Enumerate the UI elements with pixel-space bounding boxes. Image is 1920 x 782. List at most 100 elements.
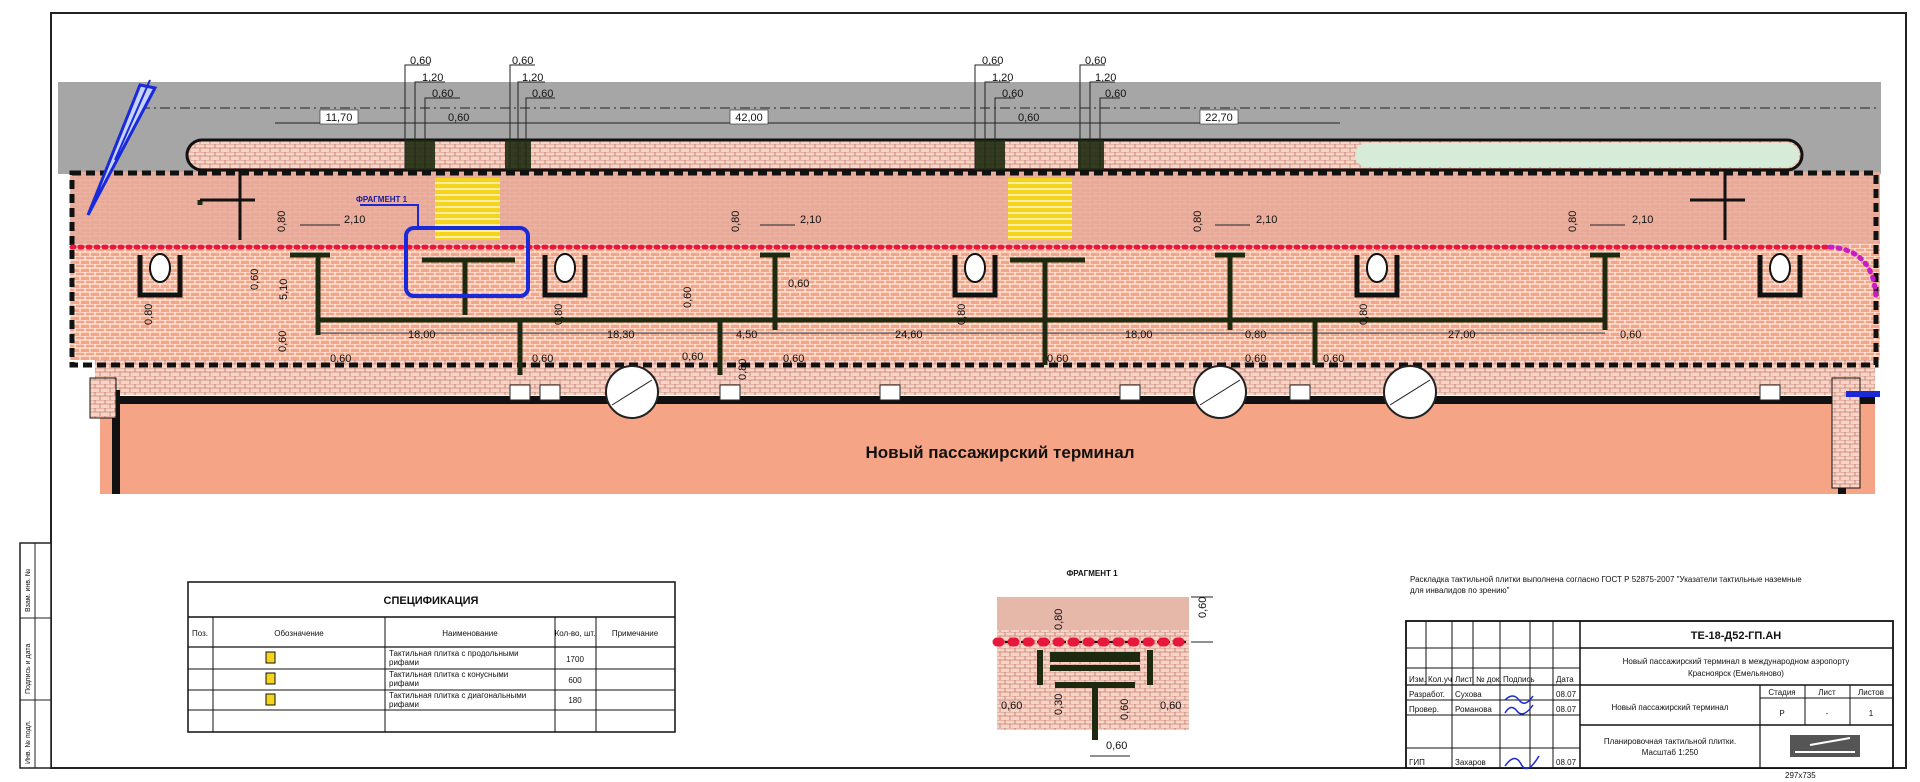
dim-24-60: 24,60	[895, 329, 923, 341]
dim-0-60-h1: 0,60	[1620, 329, 1641, 341]
site-plan: Новый пассажирский терминал	[58, 55, 1881, 494]
stamp-col-sheet: Лист	[1818, 688, 1836, 697]
stamp-row2-role: Провер.	[1409, 705, 1439, 714]
stamp-row3-name: Захаров	[1455, 758, 1486, 767]
dim-callout-1a: 0,60	[410, 55, 431, 67]
stamp-head-sign: Подпись	[1503, 675, 1535, 684]
spec-row-1-icon	[265, 651, 276, 664]
top-dimensions: 11,70 42,00 22,70 0,60 1,20 0,60 0,60 0,…	[275, 55, 1340, 170]
stamp-row2-date: 08.07	[1556, 705, 1577, 714]
dim-0-60-h2: 0,60	[788, 278, 809, 290]
dim-callout-1c: 0,60	[432, 88, 453, 100]
spec-title: СПЕЦИФИКАЦИЯ	[384, 595, 479, 607]
dim-18-00-a: 18,00	[408, 329, 436, 341]
tactile-yellow-1	[435, 178, 500, 240]
dim-22-70: 22,70	[1205, 112, 1233, 124]
fragment-dim-h: 0,60	[1106, 740, 1127, 752]
fragment-dim-c: 0,60	[1001, 700, 1022, 712]
dim-0-80-v5: 0,80	[956, 304, 968, 325]
drawing-note: Раскладка тактильной плитки выполнена со…	[1410, 575, 1802, 595]
title-block: Изм. Кол.уч Лист № док. Подпись Дата Раз…	[1405, 620, 1894, 780]
row-dimensions: 2,10 2,10 2,10 2,10 0,80 0,80 0,80 0,80 …	[143, 211, 1653, 380]
dim-2-10-c: 2,10	[1256, 214, 1277, 226]
spec-header-note: Примечание	[612, 629, 659, 638]
zone-outline	[69, 170, 1879, 368]
building-label: Новый пассажирский терминал	[865, 443, 1134, 462]
side-stamp-cell-3: Инв. № подл.	[25, 720, 32, 764]
dim-0-60-h6: 0,60	[783, 353, 804, 365]
signature-3	[1504, 755, 1540, 770]
dim-0-80-v4: 0,80	[553, 304, 565, 325]
dim-0-60-h8: 0,60	[1245, 353, 1266, 365]
spec-header-qty: Кол-во, шт.	[555, 629, 596, 638]
dim-0-60-v1: 0,60	[249, 269, 261, 290]
fragment-frame	[404, 226, 530, 298]
dim-27-00: 27,00	[1448, 329, 1476, 341]
stamp-row3-role: ГИП	[1409, 758, 1425, 767]
dim-0-80-v7: 0,80	[737, 359, 749, 380]
fragment-dim-b: 0,60	[1197, 597, 1209, 618]
stamp-sheets: 1	[1869, 709, 1874, 718]
dim-0-60-h7: 0,60	[1047, 353, 1068, 365]
entry-markers	[200, 170, 1745, 240]
stamp-format: 297х735	[1785, 771, 1816, 780]
dim-callout-4a: 0,60	[1085, 55, 1106, 67]
dim-18-00-b: 18,00	[1125, 329, 1153, 341]
dim-callout-3b: 1,20	[992, 72, 1013, 84]
dim-callout-1d: 0,60	[448, 112, 469, 124]
stamp-sheet: -	[1826, 709, 1829, 718]
spec-row-3-name-2: рифами	[389, 700, 419, 709]
fragment-tag: ФРАГМЕНТ 1	[356, 195, 408, 204]
dim-2-10-a: 2,10	[344, 214, 365, 226]
dim-0-80-b: 0,80	[730, 211, 742, 232]
fragment-dim-a: 0,80	[1053, 609, 1065, 630]
dim-0-80-d: 0,80	[1567, 211, 1579, 232]
stamp-head-kol: Кол.уч	[1428, 675, 1452, 684]
spec-row-1-name-1: Тактильная плитка с продольными	[389, 649, 519, 658]
stamp-code: ТЕ-18-Д52-ГП.АН	[1691, 630, 1781, 642]
stamp-row1-role: Разработ.	[1409, 690, 1445, 699]
signature-2	[1504, 704, 1534, 715]
spec-header-pos: Поз.	[192, 629, 208, 638]
spec-row-3-name-1: Тактильная плитка с диагональными	[389, 691, 526, 700]
dim-0-80-a: 0,80	[276, 211, 288, 232]
dim-0-60-h4: 0,60	[532, 353, 553, 365]
spec-row-2-qty: 600	[568, 676, 582, 685]
signature-1	[1504, 695, 1534, 704]
dim-callout-3a: 0,60	[982, 55, 1003, 67]
spec-table: СПЕЦИФИКАЦИЯ Поз. Обозначение Наименован…	[187, 581, 676, 733]
dim-callout-3c: 0,60	[1002, 88, 1023, 100]
stamp-row2-name: Романова	[1455, 705, 1492, 714]
dim-2-10-b: 2,10	[800, 214, 821, 226]
stamp-col-stage: Стадия	[1768, 688, 1795, 697]
stamp-head-date: Дата	[1556, 675, 1574, 684]
stamp-head-izm: Изм.	[1409, 675, 1426, 684]
stamp-sheet-title-2: Масштаб 1:250	[1642, 748, 1699, 757]
dim-0-60-h5: 0,60	[682, 351, 703, 363]
dim-0-60-h9: 0,60	[1323, 353, 1344, 365]
side-stamp-cell-1: Взам. инв. №	[25, 569, 32, 612]
green-zone	[1355, 143, 1799, 167]
fragment-dim-g: 0,30	[1053, 694, 1065, 715]
dim-11-70: 11,70	[326, 112, 353, 124]
stamp-head-doc: № док.	[1476, 675, 1502, 684]
dim-5-10: 5,10	[278, 279, 290, 300]
stamp-stage: Р	[1779, 709, 1784, 718]
spec-row-1-qty: 1700	[566, 655, 584, 664]
fragment-title: ФРАГМЕНТ 1	[1066, 569, 1118, 578]
note-line-2: для инвалидов по зрению"	[1410, 586, 1510, 595]
dim-callout-1b: 1,20	[422, 72, 443, 84]
fragment-dim-e: 0,60	[1119, 699, 1131, 720]
fragment-dim-d: 0,60	[1160, 700, 1181, 712]
kiosks	[137, 253, 1803, 298]
dim-0-80-h: 0,80	[1245, 329, 1266, 341]
stamp-project-1: Новый пассажирский терминал в международ…	[1623, 657, 1850, 666]
dim-0-60-v3: 0,60	[682, 287, 694, 308]
note-line-1: Раскладка тактильной плитки выполнена со…	[1410, 575, 1802, 584]
spec-header-designation: Обозначение	[274, 629, 324, 638]
stamp-row1-date: 08.07	[1556, 690, 1577, 699]
stamp-object: Новый пассажирский терминал	[1611, 703, 1728, 712]
dim-4-50: 4,50	[736, 329, 757, 341]
dim-callout-4b: 1,20	[1095, 72, 1116, 84]
